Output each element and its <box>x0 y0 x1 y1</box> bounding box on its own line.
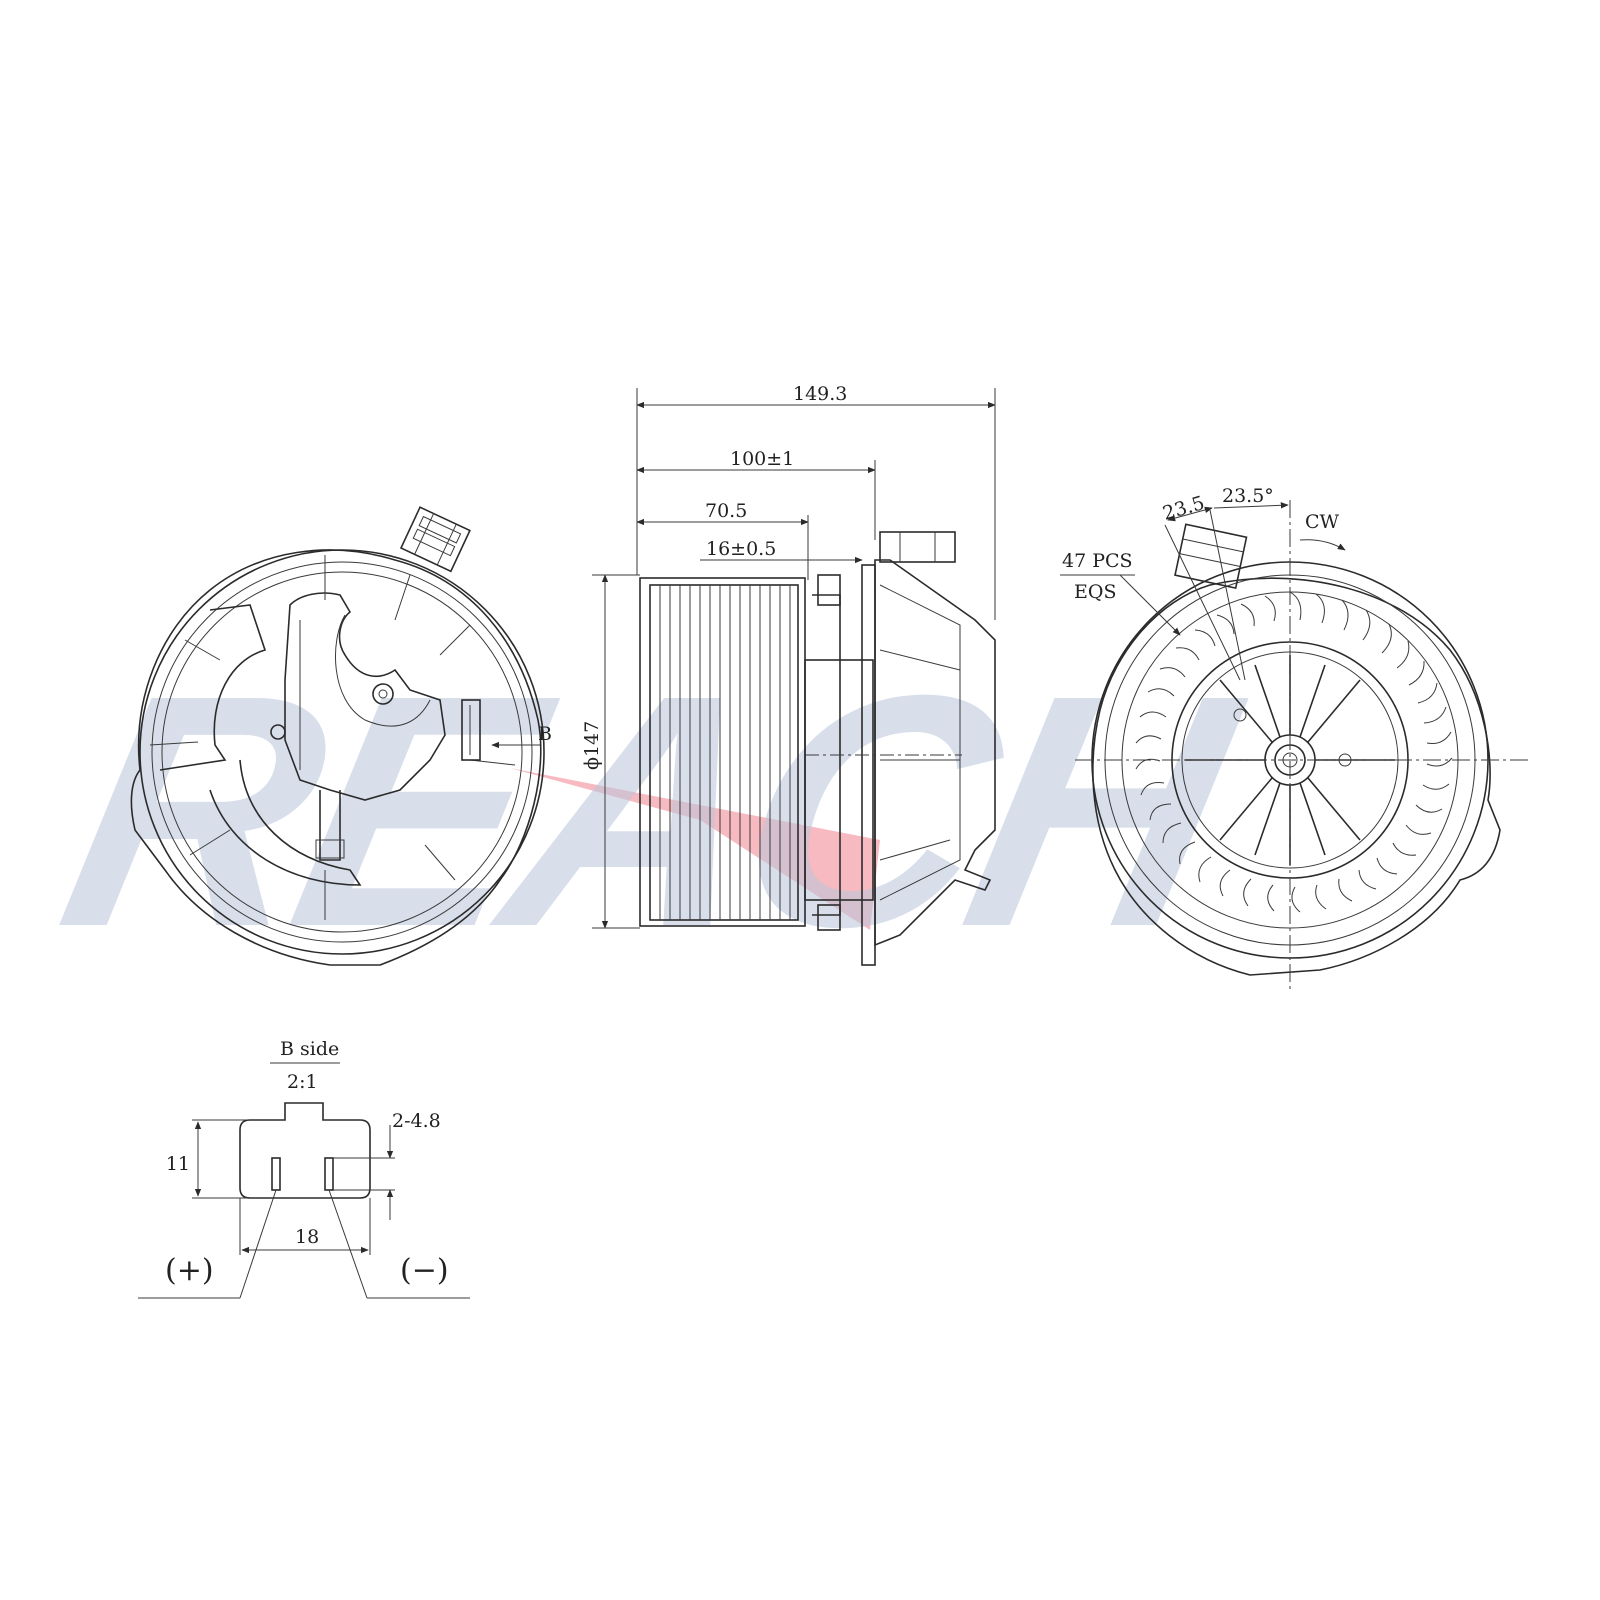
front-screw-hole-2 <box>270 724 286 740</box>
rear-housing-outline <box>1092 577 1501 976</box>
connector-terminal-negative <box>324 1157 334 1191</box>
connector-scale: 2:1 <box>287 1071 318 1093</box>
front-housing-ring-outer <box>139 549 545 955</box>
angle-a-label: 23.5 <box>1160 492 1207 525</box>
connector-body <box>239 1102 371 1199</box>
watermark-accent-swoosh <box>510 768 880 930</box>
side-view: 149.3 100±1 70.5 16±0.5 ϕ147 <box>581 383 996 966</box>
connector-title: B side <box>280 1038 339 1060</box>
rotation-label: CW <box>1305 511 1340 533</box>
watermark: REACH <box>38 626 1267 995</box>
dim-height-label: 11 <box>166 1153 190 1175</box>
polarity-negative-label: (−) <box>400 1253 449 1288</box>
front-screw-hole <box>372 683 394 705</box>
side-dimensions: 149.3 100±1 70.5 16±0.5 ϕ147 <box>581 383 996 929</box>
dim-pitch-label: 18 <box>295 1226 319 1248</box>
connector-detail: B side 2:1 11 2-4.8 18 (+) (−) <box>138 1038 470 1299</box>
blades-spacing-label: EQS <box>1074 581 1116 603</box>
angle-b-label: 23.5° <box>1222 485 1274 507</box>
side-motor-body <box>804 659 874 901</box>
dim-diameter-label: ϕ147 <box>581 721 603 770</box>
dim-terminal-label: 2-4.8 <box>392 1110 441 1132</box>
dim-housing-label: 100±1 <box>730 448 794 470</box>
side-fan-blades <box>659 585 791 920</box>
connector-terminal-positive <box>271 1157 281 1191</box>
blades-count-label: 47 PCS <box>1062 550 1133 572</box>
dim-flange-label: 16±0.5 <box>706 538 776 560</box>
front-housing-ring-inner2 <box>161 571 523 933</box>
rotation-arrow <box>1299 539 1346 551</box>
front-housing-ring-inner <box>151 561 533 943</box>
dim-wheel-label: 70.5 <box>705 500 747 522</box>
view-marker-b: B <box>538 723 552 745</box>
side-connector <box>879 531 956 563</box>
front-view: B <box>130 506 552 966</box>
side-housing <box>874 559 996 947</box>
front-inlet-shroud <box>159 604 267 771</box>
watermark-text: REACH <box>38 626 1267 995</box>
front-connector <box>399 506 471 573</box>
front-motor-bracket <box>284 592 446 801</box>
polarity-positive-label: (+) <box>165 1253 214 1288</box>
rear-impeller-blades <box>1135 591 1453 913</box>
front-radial-ribs <box>149 555 516 920</box>
dim-overall-label: 149.3 <box>793 383 847 405</box>
rear-connector <box>1174 523 1248 590</box>
front-housing-outline <box>130 549 542 966</box>
